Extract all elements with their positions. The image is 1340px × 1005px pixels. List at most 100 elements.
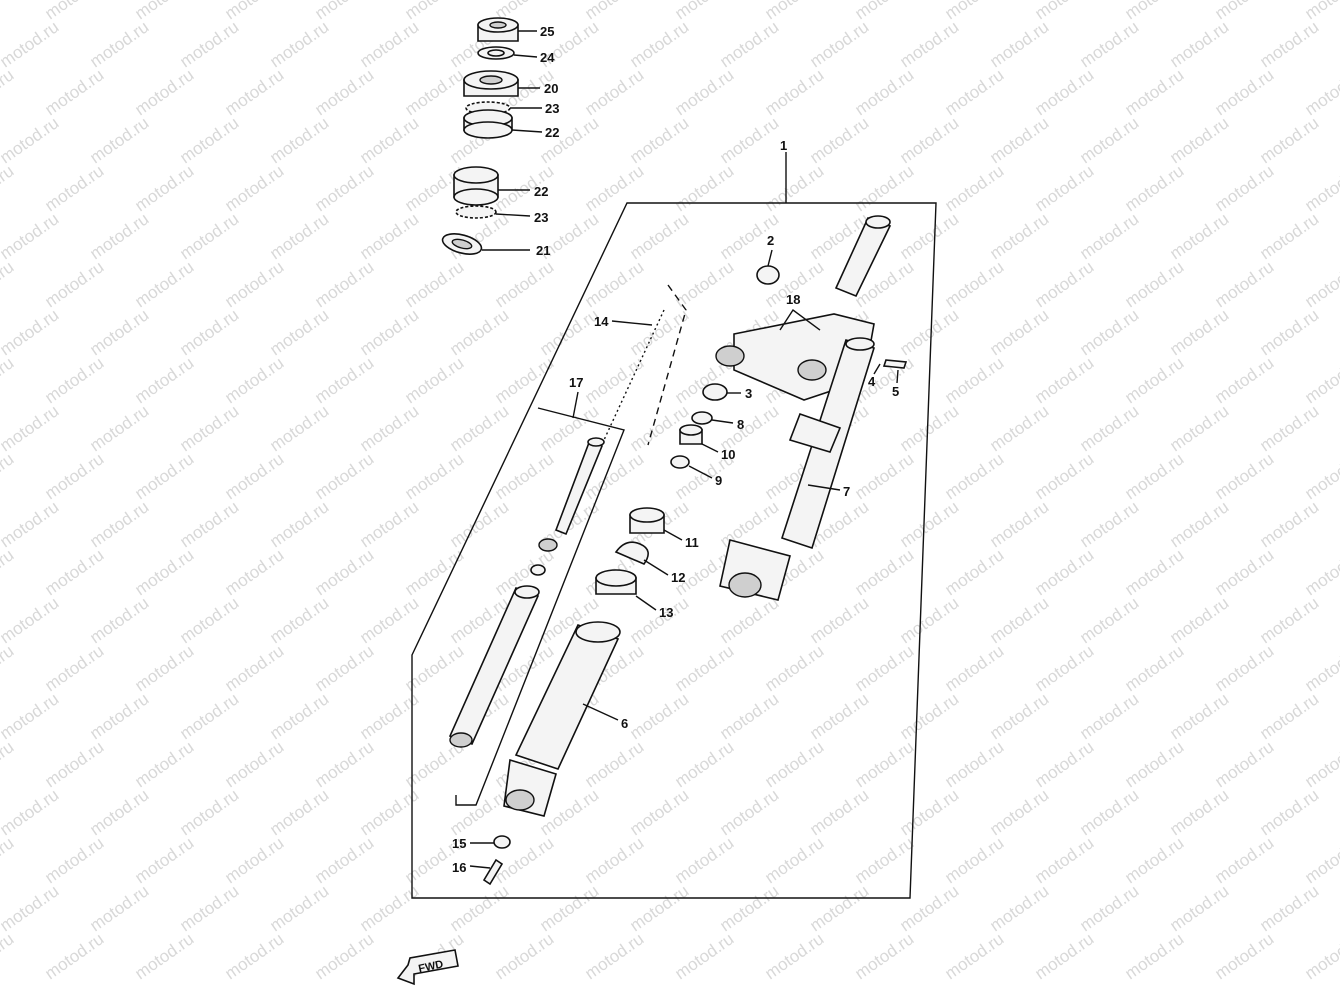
watermark-text: motod.ru [356, 305, 422, 359]
watermark-text: motod.ru [626, 17, 692, 71]
watermark-text: motod.ru [1121, 353, 1187, 407]
inner-tube-outline [455, 407, 625, 806]
washer-15 [493, 835, 511, 849]
watermark-text: motod.ru [41, 353, 107, 407]
watermark-text: motod.ru [1301, 641, 1340, 695]
fork-spring-14 [603, 309, 665, 441]
watermark-text: motod.ru [851, 65, 917, 119]
callout-leader-10 [701, 443, 719, 453]
watermark-text: motod.ru [1031, 353, 1097, 407]
watermark-text: motod.ru [1121, 737, 1187, 791]
watermark-text: motod.ru [626, 881, 692, 935]
watermark-text: motod.ru [41, 929, 107, 983]
watermark-text: motod.ru [86, 497, 152, 551]
watermark-text: motod.ru [626, 113, 692, 167]
watermark-text: motod.ru [266, 113, 332, 167]
watermark-text: motod.ru [0, 209, 62, 263]
watermark-text: motod.ru [311, 257, 377, 311]
watermark-text: motod.ru [131, 929, 197, 983]
watermark-text: motod.ru [1211, 161, 1277, 215]
watermark-text: motod.ru [0, 497, 62, 551]
watermark-text: motod.ru [1166, 497, 1232, 551]
watermark-text: motod.ru [806, 881, 872, 935]
watermark-text: motod.ru [446, 497, 512, 551]
bearing-cup-22-bottom [453, 166, 499, 206]
watermark-text: motod.ru [716, 497, 782, 551]
watermark-text: motod.ru [0, 641, 17, 695]
watermark-text: motod.ru [86, 401, 152, 455]
callout-18: 18 [786, 292, 800, 307]
watermark-text: motod.ru [401, 257, 467, 311]
watermark-text: motod.ru [986, 401, 1052, 455]
watermark-text: motod.ru [1301, 929, 1340, 983]
watermark-text: motod.ru [41, 833, 107, 887]
watermark-text: motod.ru [131, 641, 197, 695]
inner-tube [448, 585, 540, 748]
watermark-text: motod.ru [1031, 65, 1097, 119]
watermark-text: motod.ru [86, 785, 152, 839]
watermark-text: motod.ru [176, 209, 242, 263]
watermark-text: motod.ru [1076, 881, 1142, 935]
watermark-text: motod.ru [1301, 65, 1340, 119]
watermark-text: motod.ru [1031, 545, 1097, 599]
callout-leader-2 [767, 249, 773, 267]
callout-leader-7 [807, 484, 841, 491]
watermark-text: motod.ru [896, 497, 962, 551]
watermark-text: motod.ru [221, 257, 287, 311]
watermark-text: motod.ru [1076, 17, 1142, 71]
callout-5: 5 [892, 384, 899, 399]
watermark-text: motod.ru [266, 209, 332, 263]
watermark-text: motod.ru [446, 401, 512, 455]
watermark-text: motod.ru [896, 401, 962, 455]
callout-leader-11 [663, 529, 683, 541]
watermark-text: motod.ru [131, 449, 197, 503]
watermark-text: motod.ru [1256, 305, 1322, 359]
callout-16: 16 [452, 860, 466, 875]
watermark-text: motod.ru [176, 593, 242, 647]
watermark-text: motod.ru [671, 833, 737, 887]
callout-leader-14 [611, 320, 653, 326]
watermark-text: motod.ru [1031, 641, 1097, 695]
watermark-text: motod.ru [1076, 401, 1142, 455]
watermark-text: motod.ru [86, 113, 152, 167]
callout-leader-16 [469, 865, 491, 869]
watermark-text: motod.ru [1256, 785, 1322, 839]
watermark-text: motod.ru [1166, 17, 1232, 71]
watermark-text: motod.ru [401, 65, 467, 119]
watermark-text: motod.ru [806, 593, 872, 647]
watermark-text: motod.ru [896, 305, 962, 359]
callout-13: 13 [659, 605, 673, 620]
watermark-text: motod.ru [221, 737, 287, 791]
callout-25: 25 [540, 24, 554, 39]
watermark-text: motod.ru [401, 641, 467, 695]
callout-leader-12 [643, 559, 669, 576]
callout-leader-5 [896, 369, 899, 384]
watermark-text: motod.ru [311, 833, 377, 887]
watermark-text: motod.ru [41, 545, 107, 599]
dust-seal-21 [441, 233, 483, 255]
callout-leader-18 [779, 308, 821, 331]
watermark-text: motod.ru [1256, 401, 1322, 455]
watermark-text: motod.ru [581, 65, 647, 119]
watermark-text: motod.ru [1301, 161, 1340, 215]
watermark-text: motod.ru [266, 401, 332, 455]
watermark-text: motod.ru [1076, 305, 1142, 359]
watermark-text: motod.ru [221, 833, 287, 887]
callout-11: 11 [685, 535, 699, 550]
callout-20: 20 [544, 81, 558, 96]
watermark-text: motod.ru [1121, 65, 1187, 119]
watermark-text: motod.ru [0, 881, 62, 935]
watermark-text: motod.ru [221, 545, 287, 599]
watermark-text: motod.ru [941, 353, 1007, 407]
watermark-text: motod.ru [86, 17, 152, 71]
watermark-text: motod.ru [1166, 209, 1232, 263]
watermark-text: motod.ru [221, 449, 287, 503]
watermark-text: motod.ru [851, 449, 917, 503]
watermark-text: motod.ru [41, 641, 107, 695]
watermark-text: motod.ru [491, 449, 557, 503]
callout-leader-24 [513, 54, 538, 58]
watermark-text: motod.ru [221, 641, 287, 695]
watermark-text: motod.ru [401, 449, 467, 503]
watermark-text: motod.ru [176, 401, 242, 455]
watermark-text: motod.ru [761, 161, 827, 215]
